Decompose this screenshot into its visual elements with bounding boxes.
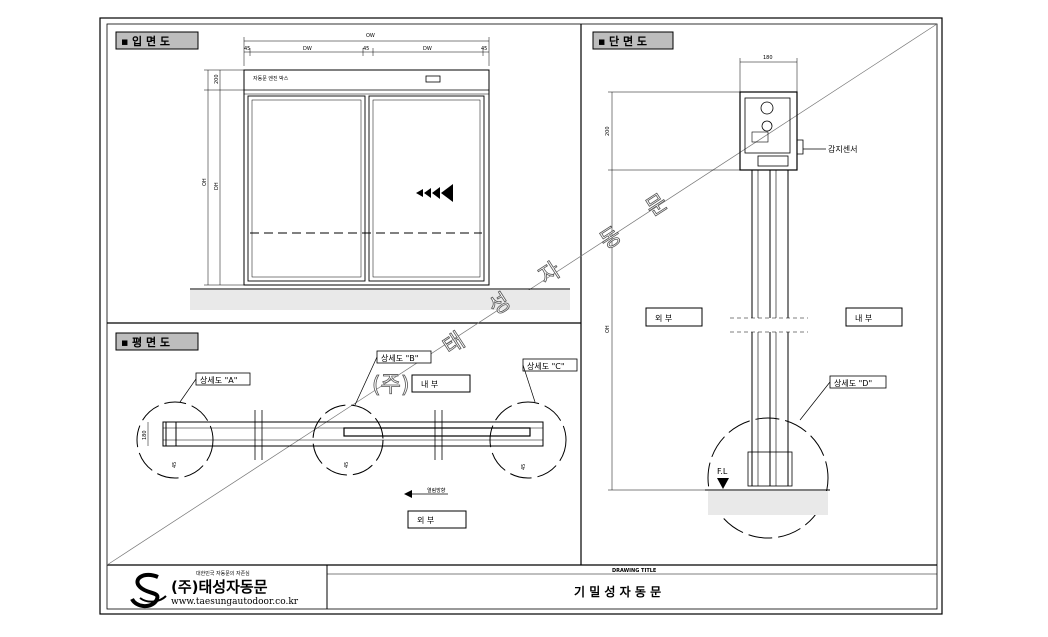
dim-dw-right: DW [423, 46, 432, 52]
dim-45-left: 45 [244, 46, 250, 52]
section-dim-180: 180 [763, 55, 773, 61]
section-title: 단 면 도 [609, 34, 647, 48]
open-direction-label: 열림방향 [427, 487, 446, 494]
engine-box-label: 자동문 엔진 박스 [253, 75, 289, 82]
detail-c-callout: 상세도 "C" [489, 358, 578, 479]
svg-text:▪: ▪ [598, 35, 605, 48]
elevation-title-box: ▪ 입 면 도 [115, 31, 199, 50]
section-header-box [739, 91, 804, 171]
outer-frame [99, 17, 943, 615]
dim-200: 200 [214, 74, 220, 84]
detail-c-label: 상세도 "C" [527, 361, 565, 371]
plan-track: 180 45 45 45 [142, 410, 544, 470]
dim-dh: DH [214, 182, 220, 190]
plan-dim-45-b: 45 [344, 462, 350, 468]
section-inside-label: 내 부 [855, 314, 872, 323]
watermark-ja: 자 [535, 258, 566, 290]
detail-a-label: 상세도 "A" [200, 375, 237, 385]
company-slogan: 대한민국 자동문의 자존심 [196, 570, 250, 577]
sensor-callout: 감지센서 [803, 144, 857, 154]
inner-frame [106, 23, 938, 610]
plan-dim-180: 180 [142, 430, 148, 440]
plan-outside-label: 외 부 [417, 515, 434, 525]
section-dim-200: 200 [605, 126, 611, 136]
detail-b-callout: 상세도 "B" [312, 350, 432, 476]
elevation-ground [190, 288, 570, 310]
sensor-label: 감지센서 [828, 144, 857, 154]
detail-b-label: 상세도 "B" [381, 353, 418, 363]
dim-dw-left: DW [303, 46, 312, 52]
detail-d-callout: 상세도 "D" [707, 375, 887, 539]
plan-dim-45-a: 45 [172, 462, 178, 468]
section-top-dimension: 180 [739, 55, 798, 94]
watermark-dong: 동 [596, 223, 627, 255]
section-outside-label: 외 부 [655, 313, 672, 323]
elevation-title: 입 면 도 [132, 34, 170, 48]
section-outside-box: 외 부 [645, 307, 703, 327]
elevation-left-dimensions: 200 OH DH [202, 69, 244, 286]
plan-inside-label: 내 부 [421, 380, 438, 389]
company-logo [130, 572, 167, 608]
elevation-door-frame: 자동문 엔진 박스 [243, 69, 490, 286]
watermark-mun: 문 [642, 190, 673, 222]
elevation-top-dimensions: OW 45 DW 45 DW 45 [243, 33, 490, 66]
plan-dim-45-c: 45 [521, 464, 527, 470]
drawing-title-label: DRAWING TITLE [612, 568, 657, 574]
plan-outside-box: 외 부 [407, 510, 467, 529]
dim-ow: OW [366, 33, 375, 39]
plan-title: 평 면 도 [132, 335, 170, 349]
section-left-dimensions: 200 OH [605, 91, 740, 491]
detail-d-label: 상세도 "D" [834, 378, 872, 388]
open-direction-arrow: 열림방향 [404, 487, 448, 498]
detail-a-callout: 상세도 "A" [136, 372, 251, 479]
dim-45-mid: 45 [363, 46, 369, 52]
dim-oh: OH [202, 178, 208, 186]
section-title-box: ▪ 단 면 도 [592, 31, 674, 50]
watermark-ju: (주) [372, 373, 409, 398]
section-floor: F.L [705, 467, 830, 515]
section-inside-box: 내 부 [845, 307, 903, 327]
drawing-title: 기 밀 성 자 동 문 [574, 584, 661, 599]
svg-text:▪: ▪ [121, 336, 128, 349]
plan-inside-box: 내 부 [411, 374, 471, 393]
section-dim-oh: OH [605, 325, 611, 333]
watermark-tae: 태 [439, 328, 470, 360]
section-door-leaf [730, 170, 808, 487]
company-name: (주)태성자동문 [171, 578, 268, 596]
floor-level-label: F.L [717, 467, 728, 476]
plan-title-box: ▪ 평 면 도 [115, 332, 199, 351]
company-url: www.taesungautodoor.co.kr [171, 597, 299, 607]
svg-text:▪: ▪ [121, 35, 128, 48]
dim-45-right: 45 [481, 46, 487, 52]
